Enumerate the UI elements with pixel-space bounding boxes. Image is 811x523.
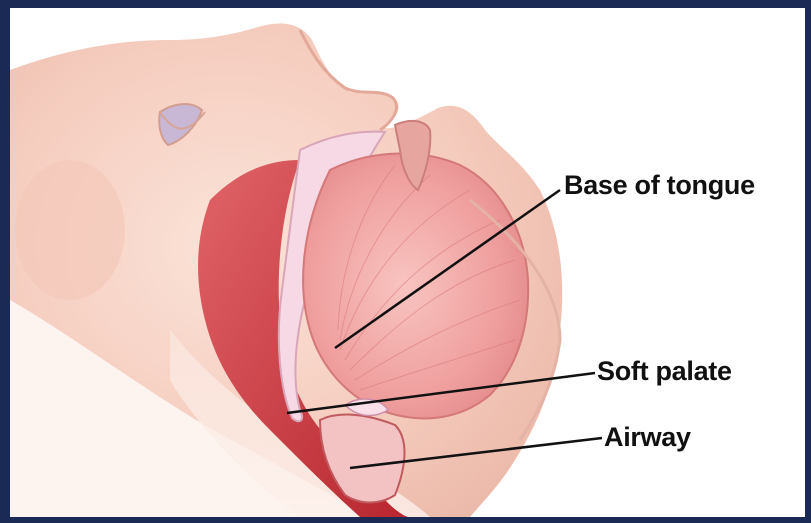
label-base-of-tongue: Base of tongue xyxy=(564,170,755,201)
tongue-shape xyxy=(303,154,528,419)
frame-border-left xyxy=(0,0,10,523)
frame-border-right xyxy=(805,0,811,523)
frame-border-bottom xyxy=(0,517,811,523)
frame-border-top xyxy=(0,0,811,8)
label-airway: Airway xyxy=(604,422,691,453)
label-soft-palate: Soft palate xyxy=(597,356,732,387)
ear-shape xyxy=(15,160,125,300)
